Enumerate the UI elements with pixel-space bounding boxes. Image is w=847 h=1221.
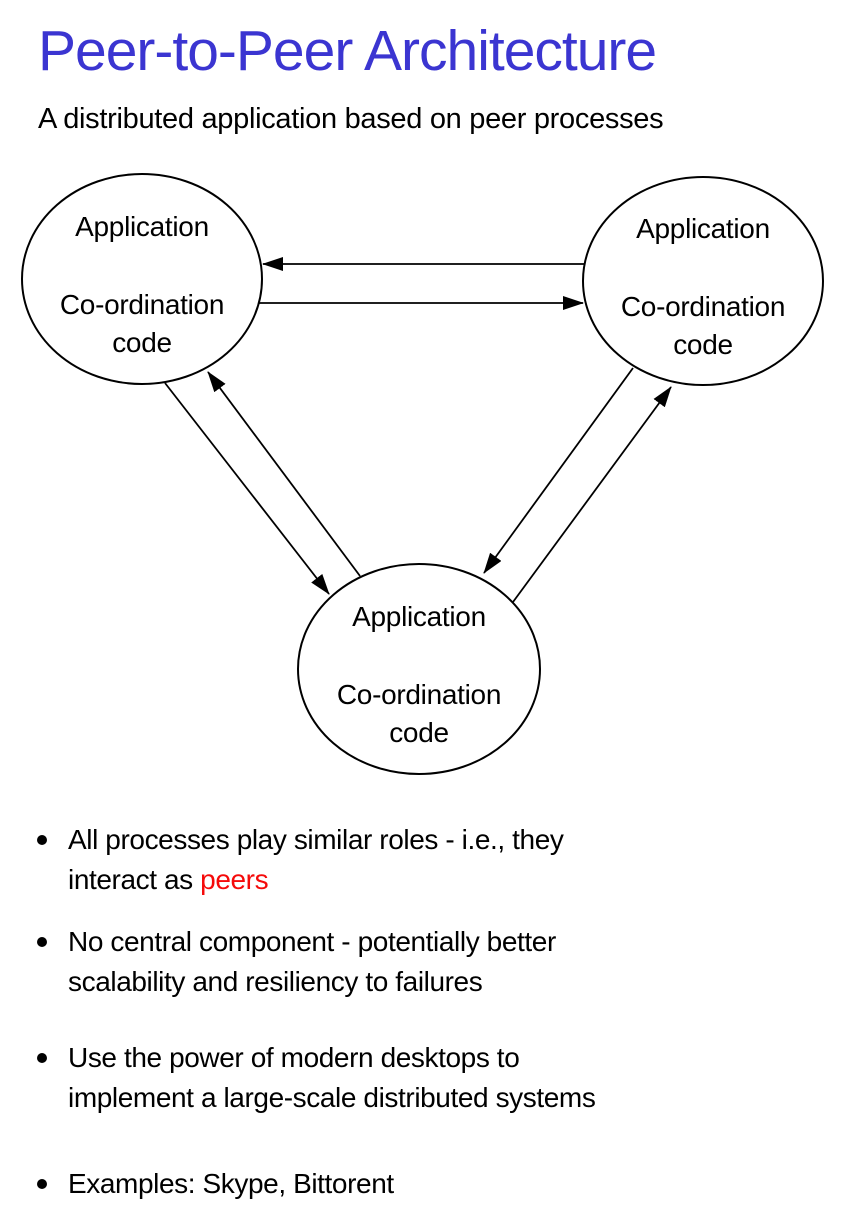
- node-label-peer-top-right: code: [673, 329, 733, 360]
- edge-arrow-left-to-bottom: [164, 382, 330, 595]
- node-label-peer-top-right: Co-ordination: [621, 291, 785, 322]
- bullet-text: No central component - potentially bette…: [68, 922, 556, 1002]
- bullet-text: Examples: Skype, Bittorent: [68, 1164, 394, 1204]
- bullet-dot: [37, 1179, 47, 1189]
- bullet-item-peers: All processes play similar roles - i.e.,…: [37, 820, 737, 900]
- bullet-text: All processes play similar roles - i.e.,…: [68, 820, 564, 900]
- node-label-peer-bottom: code: [389, 717, 449, 748]
- diagram-edges: [164, 257, 672, 603]
- bullet-item-desktops: Use the power of modern desktops to impl…: [37, 1038, 737, 1118]
- bullet-dot: [37, 937, 47, 947]
- node-label-peer-top-left: Application: [75, 211, 209, 242]
- node-label-peer-bottom: Co-ordination: [337, 679, 501, 710]
- bullet-dot: [37, 835, 47, 845]
- bullet-item-examples: Examples: Skype, Bittorent: [37, 1164, 737, 1204]
- bullet-dot: [37, 1053, 47, 1063]
- bullet-line: No central component - potentially bette…: [68, 926, 556, 957]
- edge-arrow-right-to-bottom: [483, 367, 634, 574]
- bullet-item-no-central: No central component - potentially bette…: [37, 922, 737, 1002]
- diagram-nodes: ApplicationCo-ordinationcodeApplicationC…: [21, 173, 824, 775]
- bullet-line: Use the power of modern desktops to: [68, 1042, 520, 1073]
- edge-arrow-bottom-to-right: [512, 386, 672, 603]
- node-ellipse-peer-bottom: [297, 563, 541, 775]
- node-label-peer-top-left: Co-ordination: [60, 289, 224, 320]
- edge-arrow-bottom-to-left: [207, 371, 361, 577]
- subtitle: A distributed application based on peer …: [38, 103, 664, 135]
- node-label-peer-top-left: code: [112, 327, 172, 358]
- node-ellipse-peer-top-left: [21, 173, 263, 385]
- node-label-peer-top-right: Application: [636, 213, 770, 244]
- bullet-line: implement a large-scale distributed syst…: [68, 1082, 596, 1113]
- highlight-peers: peers: [200, 864, 269, 895]
- bullet-line: All processes play similar roles - i.e.,…: [68, 824, 564, 855]
- bullet-line: interact as: [68, 864, 201, 895]
- node-label-peer-bottom: Application: [352, 601, 486, 632]
- node-ellipse-peer-top-right: [582, 176, 824, 386]
- bullet-line: Examples: Skype, Bittorent: [68, 1168, 394, 1199]
- bullet-list: All processes play similar roles - i.e.,…: [37, 820, 737, 1204]
- bullet-line: scalability and resiliency to failures: [68, 966, 483, 997]
- bullet-text: Use the power of modern desktops to impl…: [68, 1038, 596, 1118]
- page-title: Peer-to-Peer Architecture: [38, 19, 657, 83]
